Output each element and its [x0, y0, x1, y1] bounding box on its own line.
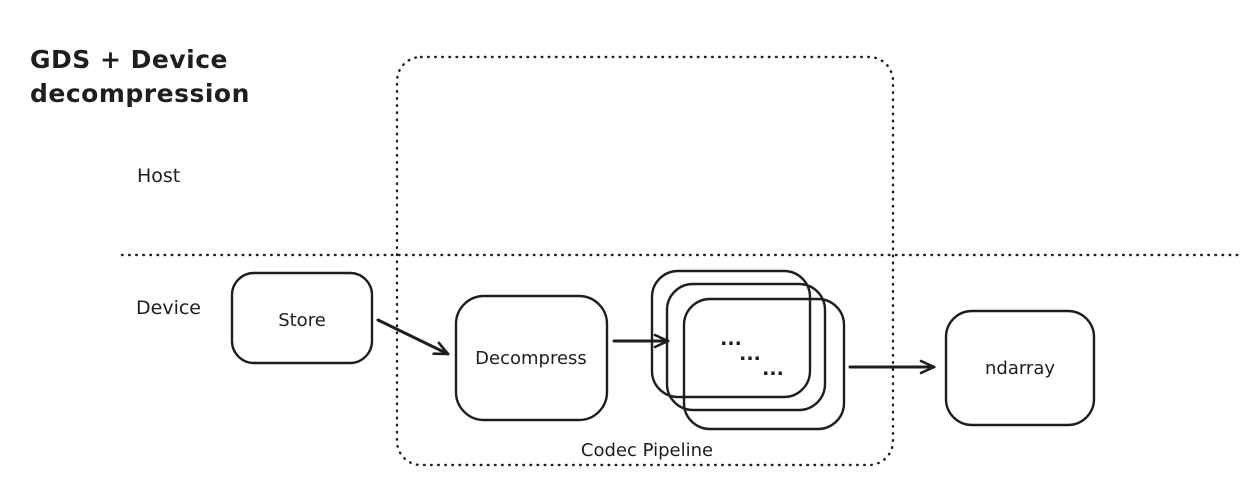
device-lane-label: Device	[136, 297, 201, 319]
codec-stack-box-middle	[665, 282, 827, 412]
ndarray-node	[944, 309, 1096, 427]
codec-stack-ellipsis-2: ...	[739, 343, 761, 365]
host-lane-label: Host	[137, 165, 180, 187]
arrow-store-to-decompress	[376, 318, 450, 356]
codec-pipeline-container	[395, 55, 895, 467]
store-node-label: Store	[278, 310, 326, 331]
decompress-node-label: Decompress	[475, 348, 587, 369]
codec-stack-ellipsis-1: ...	[720, 328, 742, 350]
diagram-title-line2: decompression	[30, 79, 250, 108]
codec-stack-ellipsis-3: ...	[762, 358, 784, 380]
decompress-node	[454, 294, 609, 422]
codec-stack-box-front	[682, 297, 846, 431]
codec-stack-box-back	[650, 269, 812, 399]
store-node	[230, 271, 374, 365]
ndarray-node-label: ndarray	[985, 358, 1055, 379]
diagram-title-line1: GDS + Device	[30, 45, 228, 74]
codec-pipeline-label: Codec Pipeline	[581, 440, 713, 461]
